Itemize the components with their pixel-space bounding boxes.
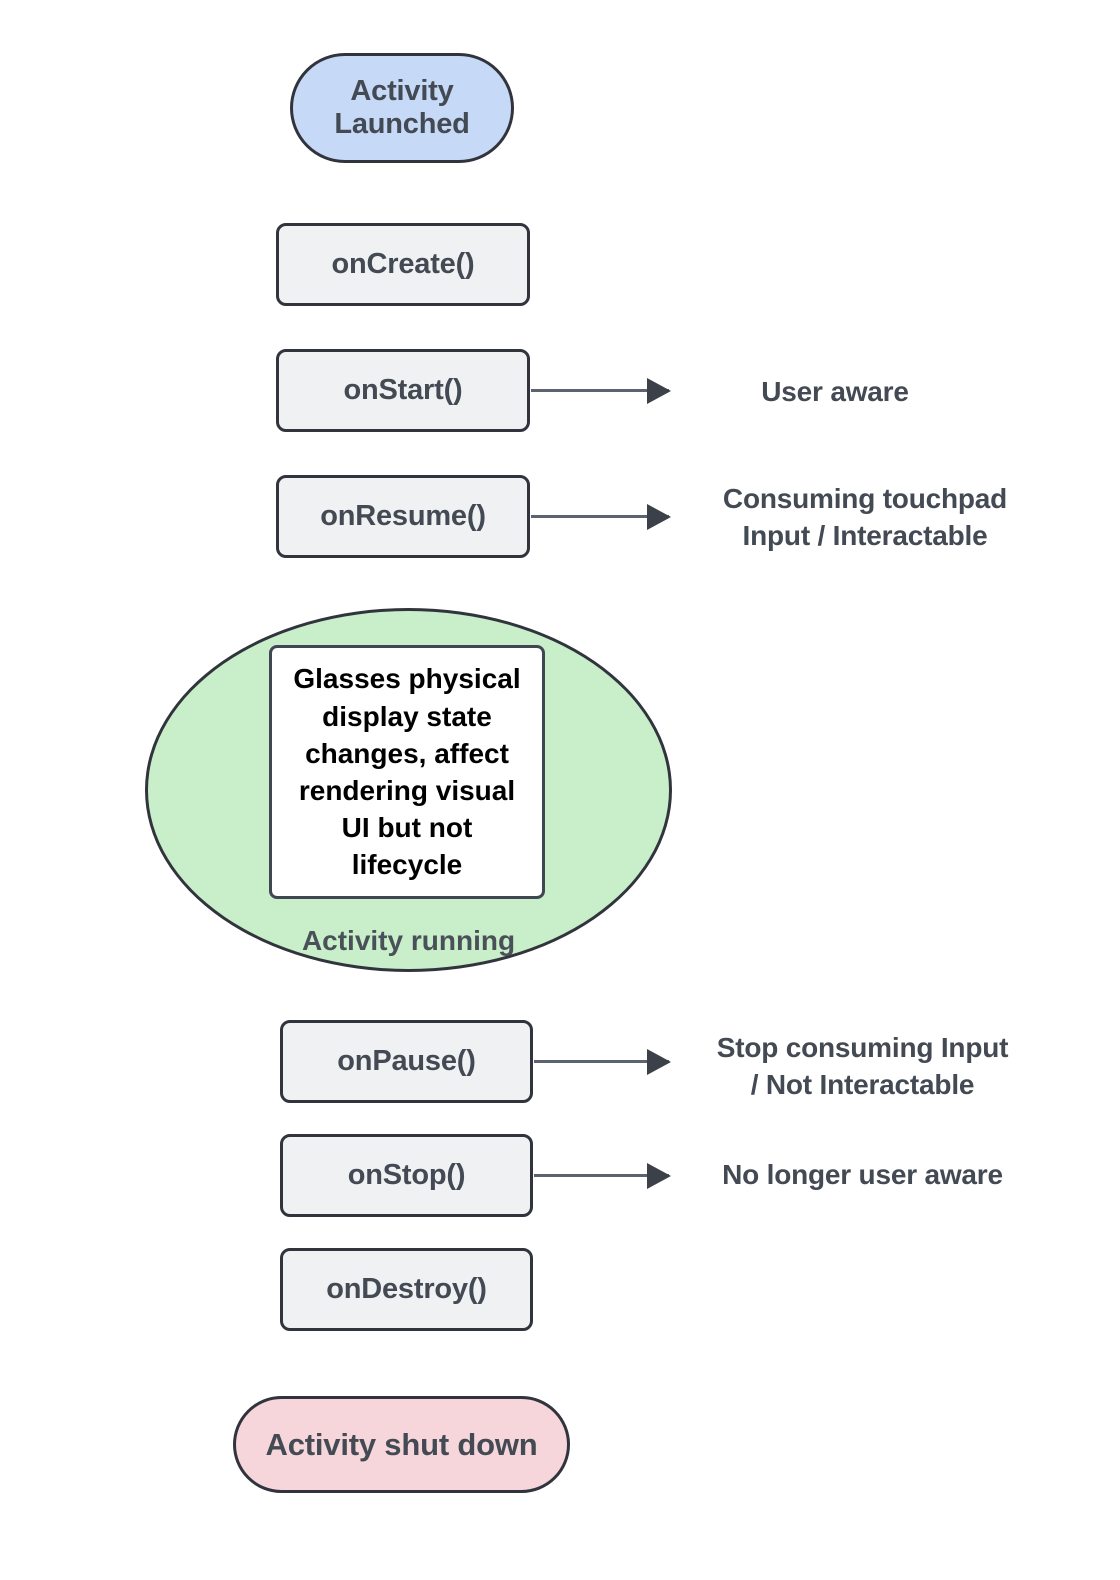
arrow-onstart-to-user-aware: [531, 389, 669, 392]
arrow-onpause-to-stop-consuming: [534, 1060, 669, 1063]
node-onstop[interactable]: onStop(): [280, 1134, 533, 1217]
arrow-onstop-to-no-longer-aware: [534, 1174, 669, 1177]
note-line-4: rendering visual: [298, 775, 516, 806]
activity-launched-label: Activity Launched: [334, 74, 470, 141]
activity-launched-line2: Launched: [334, 108, 470, 140]
note-glasses-display-state: Glasses physical display state changes, …: [269, 645, 545, 899]
node-onresume[interactable]: onResume(): [276, 475, 530, 558]
activity-launched-line1: Activity: [350, 74, 454, 107]
annotation-no-longer-aware-line1: No longer user aware: [722, 1159, 1003, 1190]
annotation-stop-consuming-line2: / Not Interactable: [750, 1068, 975, 1100]
note-line-6: lifecycle: [351, 849, 463, 881]
activity-running-label: Activity running: [301, 925, 516, 956]
node-activity-launched[interactable]: Activity Launched: [290, 53, 514, 163]
annotation-no-longer-aware: No longer user aware: [690, 1157, 1035, 1194]
annotation-user-aware: User aware: [700, 374, 970, 411]
ondestroy-label: onDestroy(): [326, 1273, 487, 1305]
annotation-consuming-input-line1: Consuming touchpad: [722, 483, 1008, 514]
oncreate-label: onCreate(): [331, 248, 475, 280]
annotation-stop-consuming-line1: Stop consuming Input: [716, 1032, 1009, 1063]
onstart-label: onStart(): [343, 374, 463, 406]
note-line-1: Glasses physical: [293, 663, 521, 695]
onresume-label: onResume(): [320, 500, 486, 532]
node-ondestroy[interactable]: onDestroy(): [280, 1248, 533, 1331]
note-line-2: display state: [322, 700, 492, 732]
arrow-onresume-to-consuming-input: [531, 515, 669, 518]
node-onstart[interactable]: onStart(): [276, 349, 530, 432]
annotation-consuming-input-line2: Input / Interactable: [742, 519, 988, 551]
note-line-5: UI but not: [341, 812, 473, 844]
annotation-stop-consuming: Stop consuming Input / Not Interactable: [685, 1030, 1040, 1104]
annotation-consuming-input: Consuming touchpad Input / Interactable: [690, 481, 1040, 555]
onstop-label: onStop(): [347, 1159, 466, 1191]
note-text-block: Glasses physical display state changes, …: [293, 660, 520, 883]
note-line-3: changes, affect: [305, 737, 509, 769]
node-activity-shut-down[interactable]: Activity shut down: [233, 1396, 570, 1493]
onpause-label: onPause(): [337, 1045, 476, 1077]
activity-shut-down-label: Activity shut down: [265, 1426, 538, 1462]
annotation-user-aware-line1: User aware: [761, 376, 909, 407]
node-oncreate[interactable]: onCreate(): [276, 223, 530, 306]
node-onpause[interactable]: onPause(): [280, 1020, 533, 1103]
